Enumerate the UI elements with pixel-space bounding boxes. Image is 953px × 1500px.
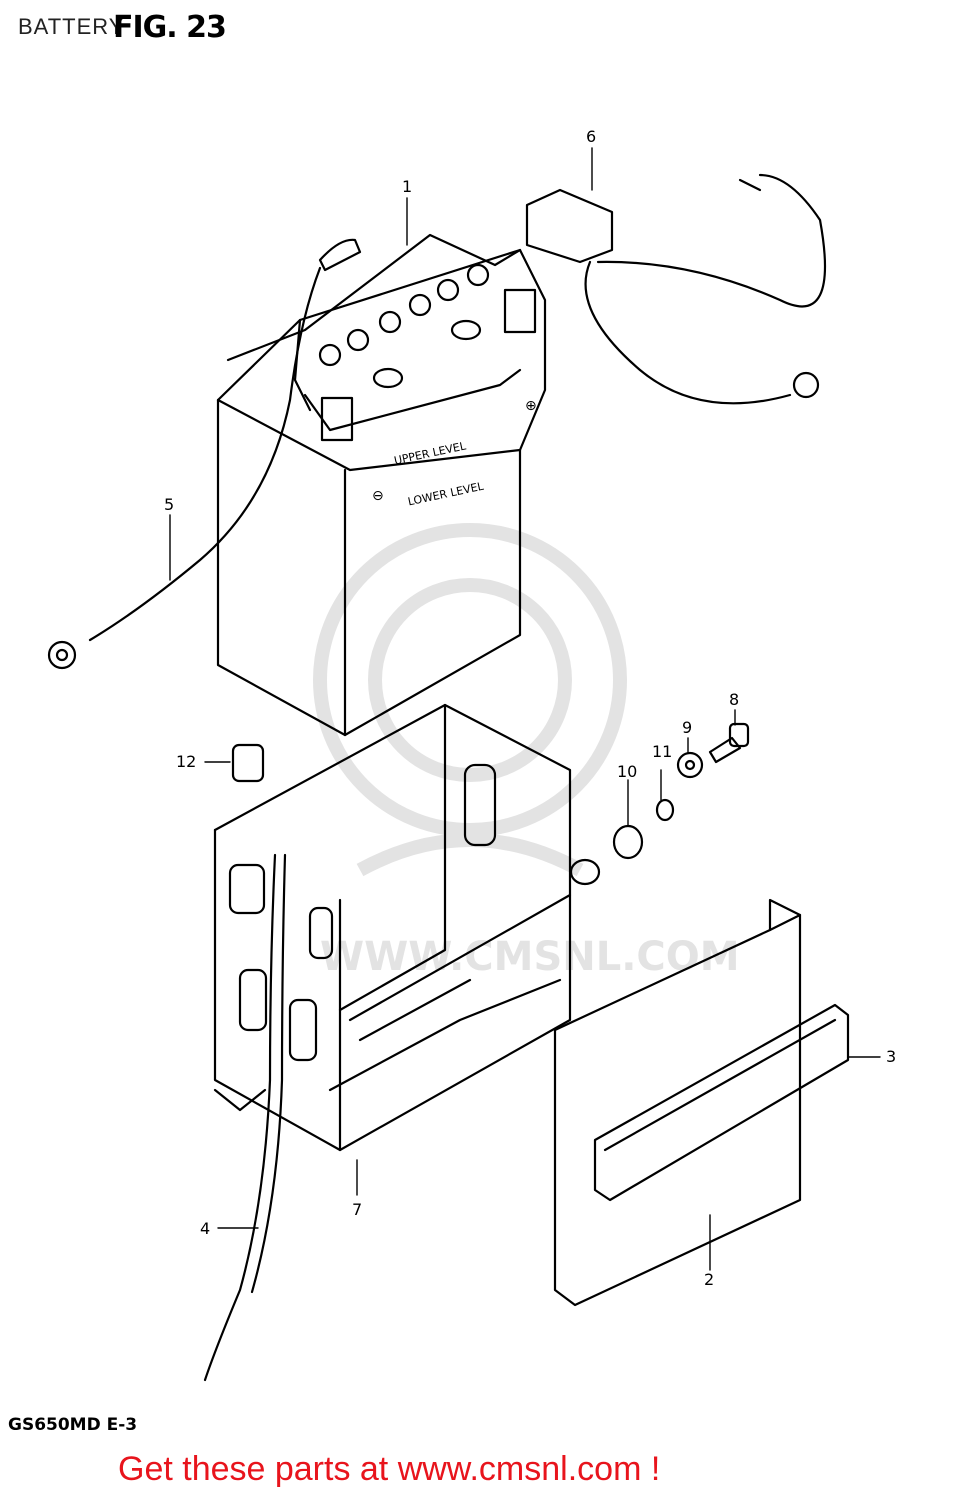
callout-10: 10 — [617, 762, 637, 781]
negative-lead — [47, 238, 362, 670]
callout-7: 7 — [352, 1200, 362, 1219]
callout-1: 1 — [402, 177, 412, 196]
bolt — [708, 722, 750, 764]
callout-8: 8 — [729, 690, 739, 709]
battery-case — [213, 703, 572, 1152]
callout-11: 11 — [652, 742, 672, 761]
callout-9: 9 — [682, 718, 692, 737]
breather-hose — [203, 853, 287, 1382]
battery — [216, 233, 547, 737]
positive-lead — [525, 173, 827, 405]
negative-terminal-mark: ⊖ — [372, 488, 384, 504]
buy-parts-link[interactable]: Get these parts at www.cmsnl.com ! — [118, 1450, 661, 1488]
watermark-url: WWW.CMSNL.COM — [320, 934, 740, 980]
cap — [228, 743, 266, 915]
cover — [553, 898, 802, 1307]
cushion — [569, 824, 644, 886]
band — [593, 1003, 850, 1202]
callout-3: 3 — [886, 1047, 896, 1066]
washer — [676, 751, 704, 779]
watermark-logo — [313, 523, 627, 877]
upper-level-label: UPPER LEVEL — [393, 439, 468, 467]
callout-12: 12 — [176, 752, 196, 771]
callout-5: 5 — [164, 495, 174, 514]
positive-terminal-mark: ⊕ — [525, 398, 537, 414]
figure-number: FIG. 23 — [113, 10, 227, 45]
lower-level-label: LOWER LEVEL — [407, 480, 486, 509]
callout-4: 4 — [200, 1219, 210, 1238]
collar — [655, 798, 675, 822]
callout-6: 6 — [586, 127, 596, 146]
model-code: GS650MD E-3 — [8, 1415, 138, 1435]
callout-2: 2 — [704, 1270, 714, 1289]
leader-lines — [169, 147, 881, 1271]
battery-level-labels: UPPER LEVEL LOWER LEVEL — [393, 439, 486, 509]
diagram-title: BATTERY — [18, 14, 125, 39]
